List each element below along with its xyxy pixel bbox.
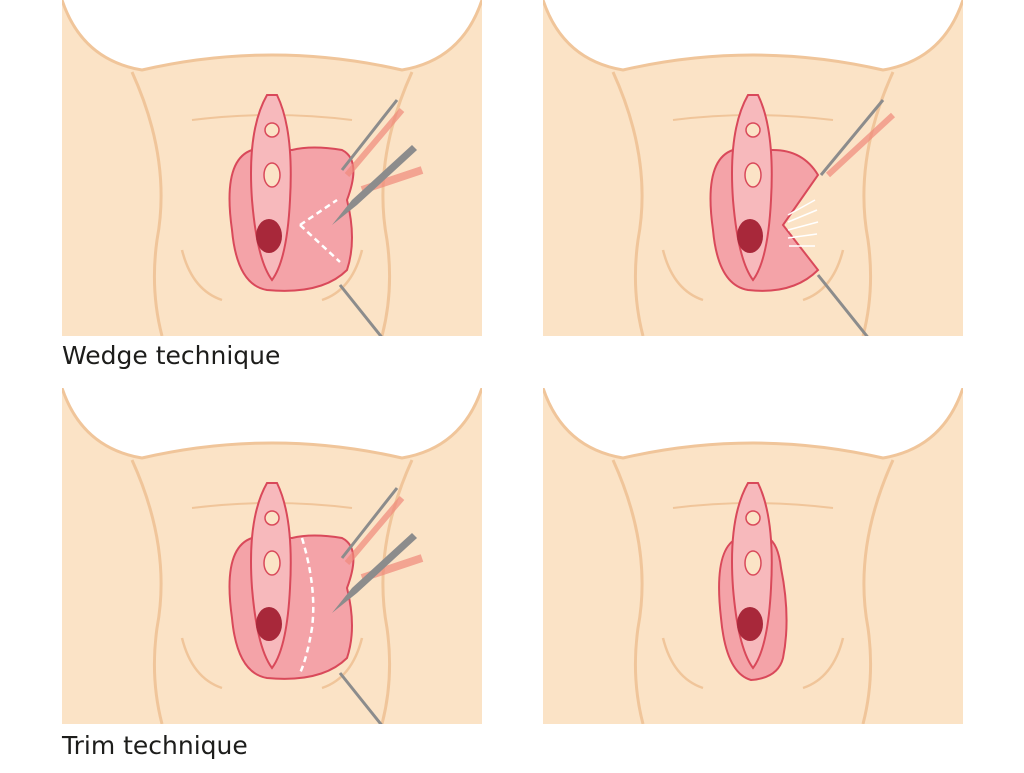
forceps-icon xyxy=(338,99,405,336)
wedge-sutured-panel xyxy=(543,0,963,336)
scalpel-icon xyxy=(332,533,424,613)
wedge-incision-panel xyxy=(62,0,482,336)
forceps-icon xyxy=(816,99,896,336)
sutures-icon xyxy=(787,199,819,247)
result-panel xyxy=(543,388,963,724)
trim-incision-line xyxy=(298,537,315,674)
result-illustration xyxy=(543,388,963,724)
wedge-sutured-illustration xyxy=(543,0,963,336)
opening xyxy=(256,607,282,641)
scalpel-icon xyxy=(332,145,424,225)
forceps-icon xyxy=(338,487,405,724)
trim-incision-panel xyxy=(62,388,482,724)
wedge-incision-line xyxy=(299,198,341,263)
opening xyxy=(737,219,763,253)
opening xyxy=(737,607,763,641)
wedge-incision-illustration xyxy=(62,0,482,336)
trim-incision-illustration xyxy=(62,388,482,724)
opening xyxy=(256,219,282,253)
wedge-technique-caption: Wedge technique xyxy=(62,341,281,370)
trim-technique-caption: Trim technique xyxy=(62,731,248,760)
